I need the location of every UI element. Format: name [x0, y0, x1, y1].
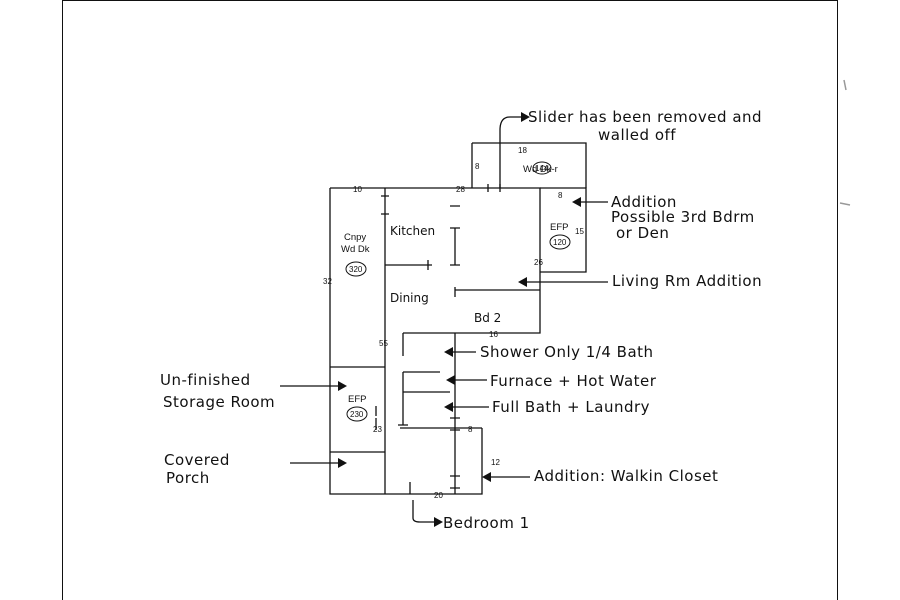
note-addition-line3: or Den [616, 224, 669, 242]
arrowhead-slider [521, 112, 530, 122]
note-addition-line2: Possible 3rd Bdrm [611, 208, 755, 226]
note-storage-line2: Storage Room [163, 393, 275, 411]
dim-8-hall: 8 [468, 425, 473, 434]
note-full-bath: Full Bath + Laundry [492, 398, 650, 416]
note-bedroom1: Bedroom 1 [443, 514, 530, 532]
oval-320 [345, 261, 367, 277]
margin-mark-1 [843, 79, 847, 91]
note-walkin: Addition: Walkin Closet [534, 467, 718, 485]
arrowhead-furnace [446, 375, 455, 385]
bath-walls [402, 332, 455, 425]
efp-top-outline [540, 187, 587, 273]
area-230: 230 [350, 410, 364, 419]
area-120: 120 [553, 238, 567, 247]
dim-26: 26 [534, 258, 543, 267]
dim-8-efp: 8 [558, 191, 563, 200]
arrowhead-bedroom1 [434, 517, 443, 527]
label-efp-bottom: EFP [348, 394, 366, 405]
note-porch-line2: Porch [166, 469, 210, 487]
oval-120 [549, 234, 571, 250]
note-shower: Shower Only 1/4 Bath [480, 343, 654, 361]
dim-28: 28 [456, 185, 465, 194]
room-kitchen: Kitchen [390, 224, 435, 238]
label-efp-top: EFP [550, 222, 568, 233]
label-cnpy: Cnpy [344, 232, 366, 243]
margin-marks [839, 79, 851, 206]
dim-16: 16 [489, 330, 498, 339]
room-bd2: Bd 2 [474, 311, 501, 325]
dim-15: 15 [575, 227, 584, 236]
arrowhead-walkin [482, 472, 491, 482]
plan-outline [329, 142, 587, 495]
note-addition-line1: Addition [611, 193, 677, 211]
deck-rear-outline [471, 142, 587, 188]
leader-arrows [280, 116, 608, 523]
arrowhead-shower [444, 347, 453, 357]
arrowhead-living-addition [518, 277, 527, 287]
note-furnace: Furnace + Hot Water [490, 372, 657, 390]
label-wd-dk-r: Wd Dk-r [523, 164, 558, 175]
area-ovals [345, 161, 571, 422]
dim-23: 23 [373, 425, 382, 434]
arrowhead-addition-bedroom [572, 197, 581, 207]
dim-12: 12 [491, 458, 500, 467]
label-cnpy-wd-dk: Wd Dk [341, 244, 370, 255]
arrowhead-porch [338, 458, 347, 468]
house-outline [329, 187, 541, 495]
dim-10: 10 [353, 185, 362, 194]
arrowhead-fullbath [444, 402, 453, 412]
interior-walls [385, 228, 540, 291]
arrow-heads [338, 112, 581, 527]
oval-230 [346, 406, 368, 422]
note-storage-line1: Un-finished [160, 371, 251, 389]
note-slider-line1: Slider has been removed and [528, 108, 762, 126]
arrow-slider [499, 116, 524, 188]
storage-outline [330, 366, 385, 453]
dim-20: 20 [434, 491, 443, 500]
dim-32: 32 [323, 277, 332, 286]
margin-mark-2 [839, 202, 851, 206]
dim-18: 18 [518, 146, 527, 155]
room-dining: Dining [390, 291, 429, 305]
oval-144 [532, 161, 552, 175]
note-porch-line1: Covered [164, 451, 230, 469]
dim-55: 55 [379, 339, 388, 348]
hall-lines [400, 333, 482, 494]
note-slider-line2: walled off [598, 126, 676, 144]
area-320: 320 [349, 265, 363, 274]
arrow-bedroom1 [412, 500, 440, 523]
note-living-addition: Living Rm Addition [612, 272, 762, 290]
area-144: 144 [535, 164, 549, 173]
page-border [62, 0, 838, 600]
dim-8-deck: 8 [475, 162, 480, 171]
arrowhead-storage [338, 381, 347, 391]
